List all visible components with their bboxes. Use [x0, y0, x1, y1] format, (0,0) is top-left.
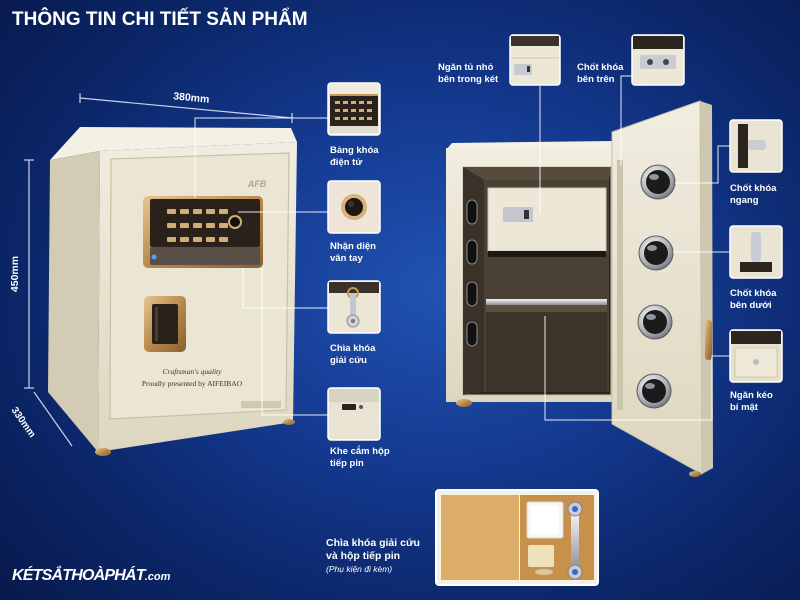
safe-door-open: [611, 100, 713, 475]
electronic-keypad: [143, 196, 263, 268]
key-lock-highlight: [155, 307, 158, 341]
callout-label-keypad: Bảng khóa điện tử: [330, 145, 379, 168]
brand-suffix: .com: [144, 571, 171, 583]
safe-foot-front-right: [283, 419, 295, 425]
callout-line-horizontal-bolt: [675, 145, 730, 184]
safe-closed: AFB Craftsman's quality Proudly presente…: [48, 127, 297, 456]
callout-label-fingerprint: Nhận diện vân tay: [330, 241, 376, 264]
callout-label-inner-compartment: Ngăn tủ nhỏ bên trong két: [438, 62, 499, 85]
safe-signature: Proudly presented by AIFEIBAO: [142, 379, 243, 388]
thumb-keypad: [327, 82, 381, 136]
height-dimension-label: 450mm: [9, 256, 21, 292]
lower-compartment: [486, 312, 607, 392]
door-inner-face: [611, 100, 703, 475]
width-dimension-label: 380mm: [173, 90, 210, 105]
door-bolt: [638, 235, 674, 271]
callout-line-top-bolt: [620, 75, 632, 166]
accessories-photo: [435, 489, 599, 586]
callout-line-keypad: [194, 117, 328, 198]
key-lock-cover: [152, 304, 178, 344]
callout-label-secret-drawer: Ngăn kéo bí mật: [730, 390, 773, 413]
safe-side-face: [48, 151, 100, 452]
emergency-key-lock: [144, 296, 186, 352]
width-dimension-line: [79, 97, 293, 119]
callout-line-emergency-key: [242, 268, 328, 309]
open-safe-top-face: [446, 141, 612, 150]
open-safe-foot-left: [456, 399, 472, 407]
callout-label-bottom-bolt: Chốt khóa bên dưới: [730, 288, 777, 311]
thumb-battery-slot: [327, 387, 381, 441]
door-edge: [700, 101, 713, 474]
thumb-secret-drawer: [729, 329, 783, 383]
callout-label-horizontal-bolt: Chốt khóa ngang: [730, 183, 777, 206]
inner-compartment-keyhole: [524, 210, 529, 219]
safe-tagline: Craftsman's quality: [163, 367, 223, 376]
bolt-hole: [466, 239, 478, 265]
thumb-fingerprint-sensor: [327, 180, 381, 234]
safe-top-face: [50, 127, 297, 160]
accessories-label: Chìa khóa giải cứu và hộp tiếp pin: [326, 537, 420, 562]
callout-lines: [194, 75, 730, 421]
accessories-note: (Phụ kiện đi kèm): [326, 564, 393, 574]
inner-compartment: [487, 187, 607, 257]
callout-label-emergency-key: Chìa khóa giải cứu: [330, 343, 376, 366]
keypad-buttons: [166, 205, 231, 247]
safe-logo: AFB: [247, 179, 267, 189]
bolt-hole: [466, 281, 478, 307]
door-handle: [705, 320, 712, 360]
callout-line-battery-slot: [261, 268, 328, 416]
box-lid: [441, 495, 519, 580]
safe-foot-front-left: [95, 448, 111, 456]
safe-nameplate: [241, 401, 281, 408]
keypad-lower-band: [150, 247, 260, 265]
door-bolt-bar: [617, 160, 623, 410]
door-foot: [689, 471, 701, 477]
depth-dimension-label: 330mm: [9, 405, 38, 440]
brand-name: KÉTSẮTHOÀPHÁT: [12, 567, 146, 584]
thumb-bottom-bolt: [729, 225, 783, 279]
depth-dimension-line: [33, 391, 73, 447]
shelf-rail: [486, 299, 607, 305]
shelf-surface: [486, 305, 607, 312]
interior-ceiling: [463, 167, 611, 180]
door-bolt: [636, 373, 672, 409]
safe-open: [446, 100, 713, 477]
status-led: [151, 254, 157, 260]
callout-label-top-bolt: Chốt khóa bên trên: [577, 62, 624, 85]
fingerprint-sensor: [230, 217, 240, 227]
thumb-emergency-key: [327, 280, 381, 334]
callout-line-secret-drawer: [544, 316, 730, 421]
inner-compartment-shadow: [488, 251, 606, 257]
bolt-hole: [466, 199, 478, 225]
thumb-inner-compartment: [509, 34, 561, 86]
page-title: THÔNG TIN CHI TIẾT SẢN PHẨM: [12, 9, 308, 30]
door-bolt: [637, 304, 673, 340]
battery-connector: [528, 545, 554, 567]
callout-label-battery-slot: Khe cắm hộp tiếp pin: [330, 446, 390, 469]
brand-logo: KÉTSẮTHOÀPHÁT.com: [12, 567, 170, 585]
door-bolt: [640, 164, 676, 200]
bolt-hole: [466, 321, 478, 347]
emergency-keys: [567, 501, 583, 580]
thumb-horizontal-bolt: [729, 119, 783, 173]
thumb-top-bolt: [631, 34, 685, 86]
